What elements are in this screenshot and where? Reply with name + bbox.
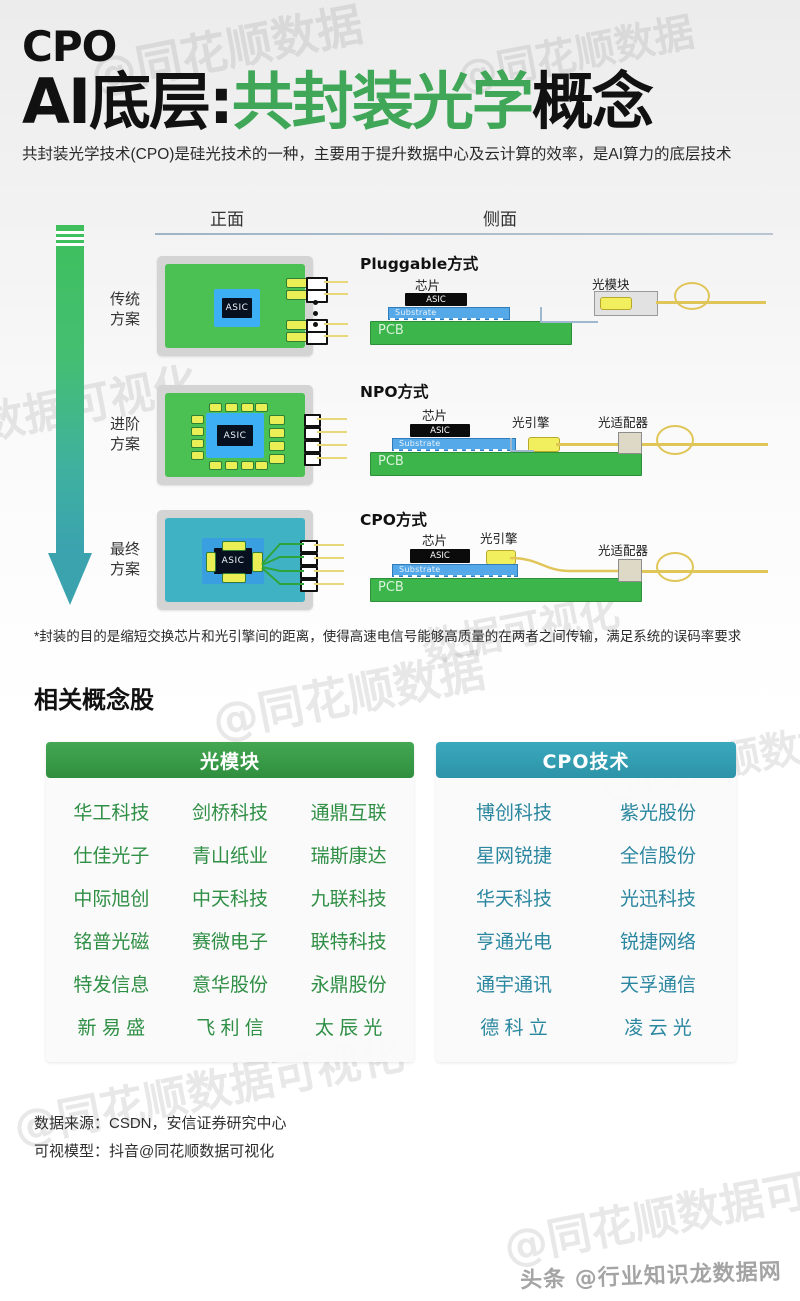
stock-table-cpo-tech: CPO技术 博创科技 紫光股份星网锐捷 全信股份华天科技 光迅科技亨通光电 锐捷网络通宇… [436, 742, 736, 1062]
label-chip: 芯片 [422, 534, 448, 548]
stock-item[interactable]: 特发信息 [73, 975, 150, 996]
stock-table-optical-module: 光模块 华工科技 剑桥科技 通鼎互联仕佳光子 青山纸业 瑞斯康达中际旭创 中天科技 九联科技… [46, 742, 414, 1062]
stock-grid-optical-module: 华工科技 剑桥科技 通鼎互联仕佳光子 青山纸业 瑞斯康达中际旭创 中天科技 九联科技铭普光磁… [46, 778, 414, 1062]
label-chip: 芯片 [415, 279, 441, 293]
front-board-pluggable: ASIC [157, 256, 348, 356]
stock-item[interactable]: 华工科技 [73, 803, 150, 824]
stock-grid-cpo-tech: 博创科技 紫光股份星网锐捷 全信股份华天科技 光迅科技亨通光电 锐捷网络通宇通讯 天孚通信… [436, 778, 736, 1062]
stock-item[interactable]: 青山纸业 [191, 846, 268, 867]
table-header-cpo-tech: CPO技术 [436, 742, 736, 778]
pcb-block: PCB [370, 578, 642, 602]
stock-item[interactable]: 联特科技 [310, 932, 387, 953]
stock-item[interactable]: 凌 云 光 [624, 1018, 692, 1039]
side-title-npo: NPO方式 [360, 383, 429, 401]
stock-item[interactable]: 中际旭创 [73, 889, 150, 910]
substrate-label: Substrate [399, 565, 441, 574]
title-part-black-2: 概念 [531, 65, 654, 138]
column-header-side: 侧面 [483, 210, 517, 229]
label-optical-module: 光模块 [592, 278, 630, 292]
watermark: @同花顺数据 [207, 643, 490, 749]
row-label-traditional: 传统方案 [109, 291, 140, 329]
stock-item[interactable]: 博创科技 [475, 803, 552, 824]
label-optical-engine: 光引擎 [512, 416, 550, 430]
stock-item[interactable]: 光迅科技 [619, 889, 696, 910]
header-divider [155, 233, 773, 235]
side-view-cpo: CPO方式 芯片 光引擎 光适配器 ASIC Substrate PCB [360, 508, 780, 618]
substrate-label: Substrate [399, 439, 441, 448]
kicker-text: CPO [22, 22, 117, 71]
footer-model: 可视模型：抖音@同花顺数据可视化 [34, 1142, 275, 1160]
fiber-loop-icon [656, 552, 694, 582]
fanout-traces-icon [261, 543, 304, 585]
stock-item[interactable]: 紫光股份 [619, 803, 696, 824]
label-optical-adapter: 光适配器 [598, 544, 649, 558]
fiber-routing-icon [510, 556, 630, 573]
page-header: CPO AI底层:共封装光学概念 共封装光学技术(CPO)是硅光技术的一种，主要… [22, 26, 782, 168]
label-optical-engine: 光引擎 [480, 532, 518, 546]
fiber-loop-icon [674, 282, 710, 310]
fiber-loop-icon [656, 425, 694, 455]
architecture-diagram: 正面 侧面 传统方案 进阶方案 最终方案 ASIC [0, 200, 800, 620]
stock-item[interactable]: 仕佳光子 [73, 846, 150, 867]
stock-item[interactable]: 亨通光电 [475, 932, 552, 953]
stock-item[interactable]: 通鼎互联 [310, 803, 387, 824]
bottom-watermark: 头条 @行业知识龙数据网 [519, 1259, 783, 1294]
stock-item[interactable]: 德 科 立 [480, 1018, 548, 1039]
side-view-npo: NPO方式 芯片 光引擎 光适配器 ASIC Substrate PCB [360, 380, 780, 490]
stock-item[interactable]: 全信股份 [619, 846, 696, 867]
stock-item[interactable]: 锐捷网络 [619, 932, 696, 953]
title-part-green: 共封装光学 [231, 65, 534, 138]
optical-adapter-block [618, 559, 642, 582]
footnote: *封装的目的是缩短交换芯片和光引擎间的距离，使得高速电信号能够高质量的在两者之间… [34, 629, 742, 644]
front-board-npo: ASIC [157, 385, 347, 485]
pcb-label: PCB [378, 323, 404, 338]
pcb-label: PCB [378, 580, 404, 595]
footer: 数据来源：CSDN，安信证券研究中心 可视模型：抖音@同花顺数据可视化 [34, 1110, 287, 1166]
footer-source: 数据来源：CSDN，安信证券研究中心 [34, 1115, 287, 1132]
asic-block: ASIC [410, 424, 470, 437]
stock-item[interactable]: 剑桥科技 [191, 803, 268, 824]
lede-paragraph: 共封装光学技术(CPO)是硅光技术的一种，主要用于提升数据中心及云计算的效率，是… [22, 146, 732, 164]
section-title: 相关概念股 [34, 686, 154, 714]
pcb-label: PCB [378, 454, 404, 469]
stock-item[interactable]: 永鼎股份 [310, 975, 387, 996]
stock-item[interactable]: 中天科技 [191, 889, 268, 910]
table-header-optical-module: 光模块 [46, 742, 414, 778]
stock-item[interactable]: 铭普光磁 [73, 932, 150, 953]
asic-block: ASIC [405, 293, 467, 306]
stock-item[interactable]: 新 易 盛 [77, 1018, 146, 1039]
stock-item[interactable]: 华天科技 [475, 889, 552, 910]
stock-item[interactable]: 飞 利 信 [196, 1018, 264, 1039]
stock-item[interactable]: 天孚通信 [619, 975, 696, 996]
stock-item[interactable]: 通宇通讯 [475, 975, 552, 996]
stock-item[interactable]: 太 辰 光 [314, 1018, 383, 1039]
label-chip: 芯片 [422, 409, 448, 423]
side-title-pluggable: Pluggable方式 [360, 255, 479, 273]
row-label-final: 最终方案 [109, 541, 140, 579]
pcb-block: PCB [370, 321, 572, 345]
front-board-cpo: ASIC [157, 510, 344, 610]
row-label-advanced: 进阶方案 [109, 416, 140, 454]
side-view-pluggable: Pluggable方式 芯片 光模块 ASIC Substrate PCB [360, 252, 780, 362]
page-title: AI底层:共封装光学概念 [22, 70, 782, 133]
label-optical-adapter: 光适配器 [598, 416, 649, 430]
stock-item[interactable]: 星网锐捷 [475, 846, 552, 867]
stock-item[interactable]: 赛微电子 [191, 932, 268, 953]
title-part-black-1: AI底层: [22, 65, 234, 138]
stock-item[interactable]: 意华股份 [191, 975, 268, 996]
side-title-cpo: CPO方式 [360, 511, 427, 529]
optical-adapter-block [618, 432, 642, 454]
stock-item[interactable]: 瑞斯康达 [310, 846, 387, 867]
column-header-front: 正面 [210, 210, 244, 229]
asic-block: ASIC [410, 549, 470, 563]
substrate-label: Substrate [395, 308, 437, 317]
stock-item[interactable]: 九联科技 [310, 889, 387, 910]
pcb-block: PCB [370, 452, 642, 476]
evolution-arrow-icon [48, 225, 92, 605]
